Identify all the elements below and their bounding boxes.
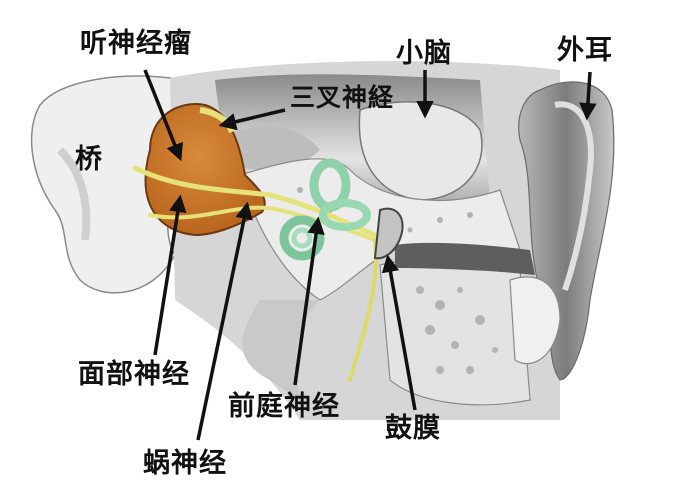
label-trigeminal-nerve: 三叉神経 (290, 83, 395, 112)
pointer-arrows (143, 69, 597, 441)
label-facial-nerve: 面部神经 (78, 359, 190, 390)
label-acoustic-neuroma: 听神经瘤 (80, 28, 192, 59)
outer-ear (509, 81, 615, 381)
label-outer-ear: 外耳 (557, 35, 613, 66)
arrow-cochlear-nerve (196, 201, 253, 441)
label-eardrum: 鼓膜 (385, 413, 441, 444)
label-cerebellum: 小脑 (396, 38, 452, 69)
arrow-trigeminal-nerve (218, 108, 286, 131)
arrow-vestibular-nerve (293, 216, 325, 386)
label-vestibular-nerve: 前庭神经 (228, 391, 340, 422)
label-pons: 桥 (75, 144, 103, 175)
skull-base (170, 61, 560, 421)
label-cochlear-nerve: 蜗神经 (143, 448, 227, 479)
arrow-outer-ear (579, 71, 597, 121)
inner-ear (279, 158, 404, 261)
arrow-eardrum (381, 254, 417, 411)
arrow-acoustic-neuroma (143, 69, 183, 162)
arrow-facial-nerve (153, 194, 187, 356)
